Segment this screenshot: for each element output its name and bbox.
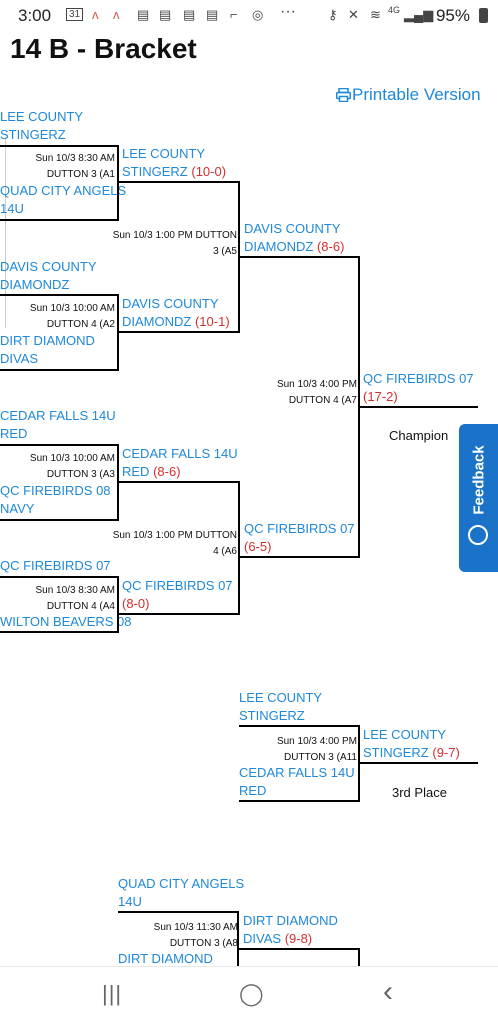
bracket-line [0, 576, 119, 578]
home-button[interactable]: ◯ [239, 981, 264, 1006]
bracket-line [119, 481, 240, 483]
bracket-line [117, 294, 119, 371]
bracket-winner[interactable]: QC FIREBIRDS 07(6-5) [244, 521, 355, 554]
feedback-tab[interactable]: Feedback [459, 424, 498, 572]
bracket-line [0, 519, 119, 521]
feedback-label: Feedback [470, 445, 487, 515]
bracket-line [239, 800, 360, 802]
more-icon: ··· [280, 3, 296, 20]
bracket-line [239, 948, 360, 950]
third-place-label: 3rd Place [392, 785, 447, 800]
bracket-line [240, 556, 360, 558]
recents-button[interactable]: ||| [102, 981, 123, 1006]
navigation-bar: ||| ◯ ‹ [0, 966, 498, 1025]
news-icon: ▤ [137, 7, 150, 22]
bracket-line [0, 444, 119, 446]
shoe-icon: ⌐ [230, 7, 238, 22]
champion-label: Champion [389, 428, 449, 443]
news-icon: ▤ [183, 7, 196, 22]
calendar-icon: 31 [66, 8, 84, 21]
status-time: 3:00 [18, 6, 52, 25]
back-button[interactable]: ‹ [383, 975, 393, 1008]
bracket-line [0, 631, 119, 633]
signal-icon: ▂▄▆ [404, 7, 434, 22]
bracket-line [0, 145, 119, 147]
bracket-line [358, 948, 360, 968]
bracket-winner[interactable]: QC FIREBIRDS 07(8-0) [122, 578, 233, 611]
bracket-line [240, 256, 360, 258]
mute-icon: ✕ [348, 7, 359, 22]
feedback-icon [468, 525, 488, 545]
network-type: 4G [388, 5, 401, 15]
bracket-line [238, 481, 240, 615]
bracket-line [237, 911, 239, 971]
bracket-line [360, 406, 478, 408]
status-bar: 3:00 31 ʌ ʌ ▤ ▤ ▤ ▤ ⌐ ◎ ··· ⚷ ✕ ≋ 4G ▂▄▆… [0, 0, 498, 32]
bracket-line [360, 762, 478, 764]
bracket-team[interactable]: DIRT DIAMOND [118, 951, 213, 966]
printable-version-label: Printable Version [352, 85, 481, 104]
bracket-line [238, 181, 240, 333]
bracket-line [358, 725, 360, 802]
bracket-line [119, 613, 240, 615]
key-icon: ⚷ [328, 7, 338, 22]
bracket-line [117, 145, 119, 221]
bracket-line [358, 256, 360, 558]
bracket-line [239, 725, 360, 727]
bracket-line [117, 576, 119, 633]
overlay-edge [0, 138, 6, 328]
notification-icon: ʌ [92, 7, 99, 22]
bracket-team[interactable]: WILTON BEAVERS 08 [0, 614, 132, 629]
bracket-line [117, 444, 119, 521]
printable-version-link[interactable]: Printable Version [336, 85, 481, 105]
bracket-line [0, 369, 119, 371]
bracket-line [119, 181, 240, 183]
bracket-line [0, 294, 119, 296]
podcast-icon: ◎ [252, 7, 264, 22]
bracket-line [118, 911, 239, 913]
page-title: 14 B - Bracket [10, 33, 197, 64]
printer-icon [336, 87, 351, 103]
bracket-line [0, 219, 119, 221]
news-icon: ▤ [206, 7, 219, 22]
news-icon: ▤ [159, 7, 172, 22]
bracket-line [119, 331, 240, 333]
notification-icon: ʌ [113, 7, 120, 22]
bracket-champion[interactable]: QC FIREBIRDS 07(17-2) [363, 371, 474, 404]
bracket-team[interactable]: QC FIREBIRDS 07 [0, 558, 111, 573]
battery-percent: 95% [435, 6, 470, 25]
battery-icon [479, 8, 488, 23]
wifi-icon: ≋ [370, 7, 381, 22]
